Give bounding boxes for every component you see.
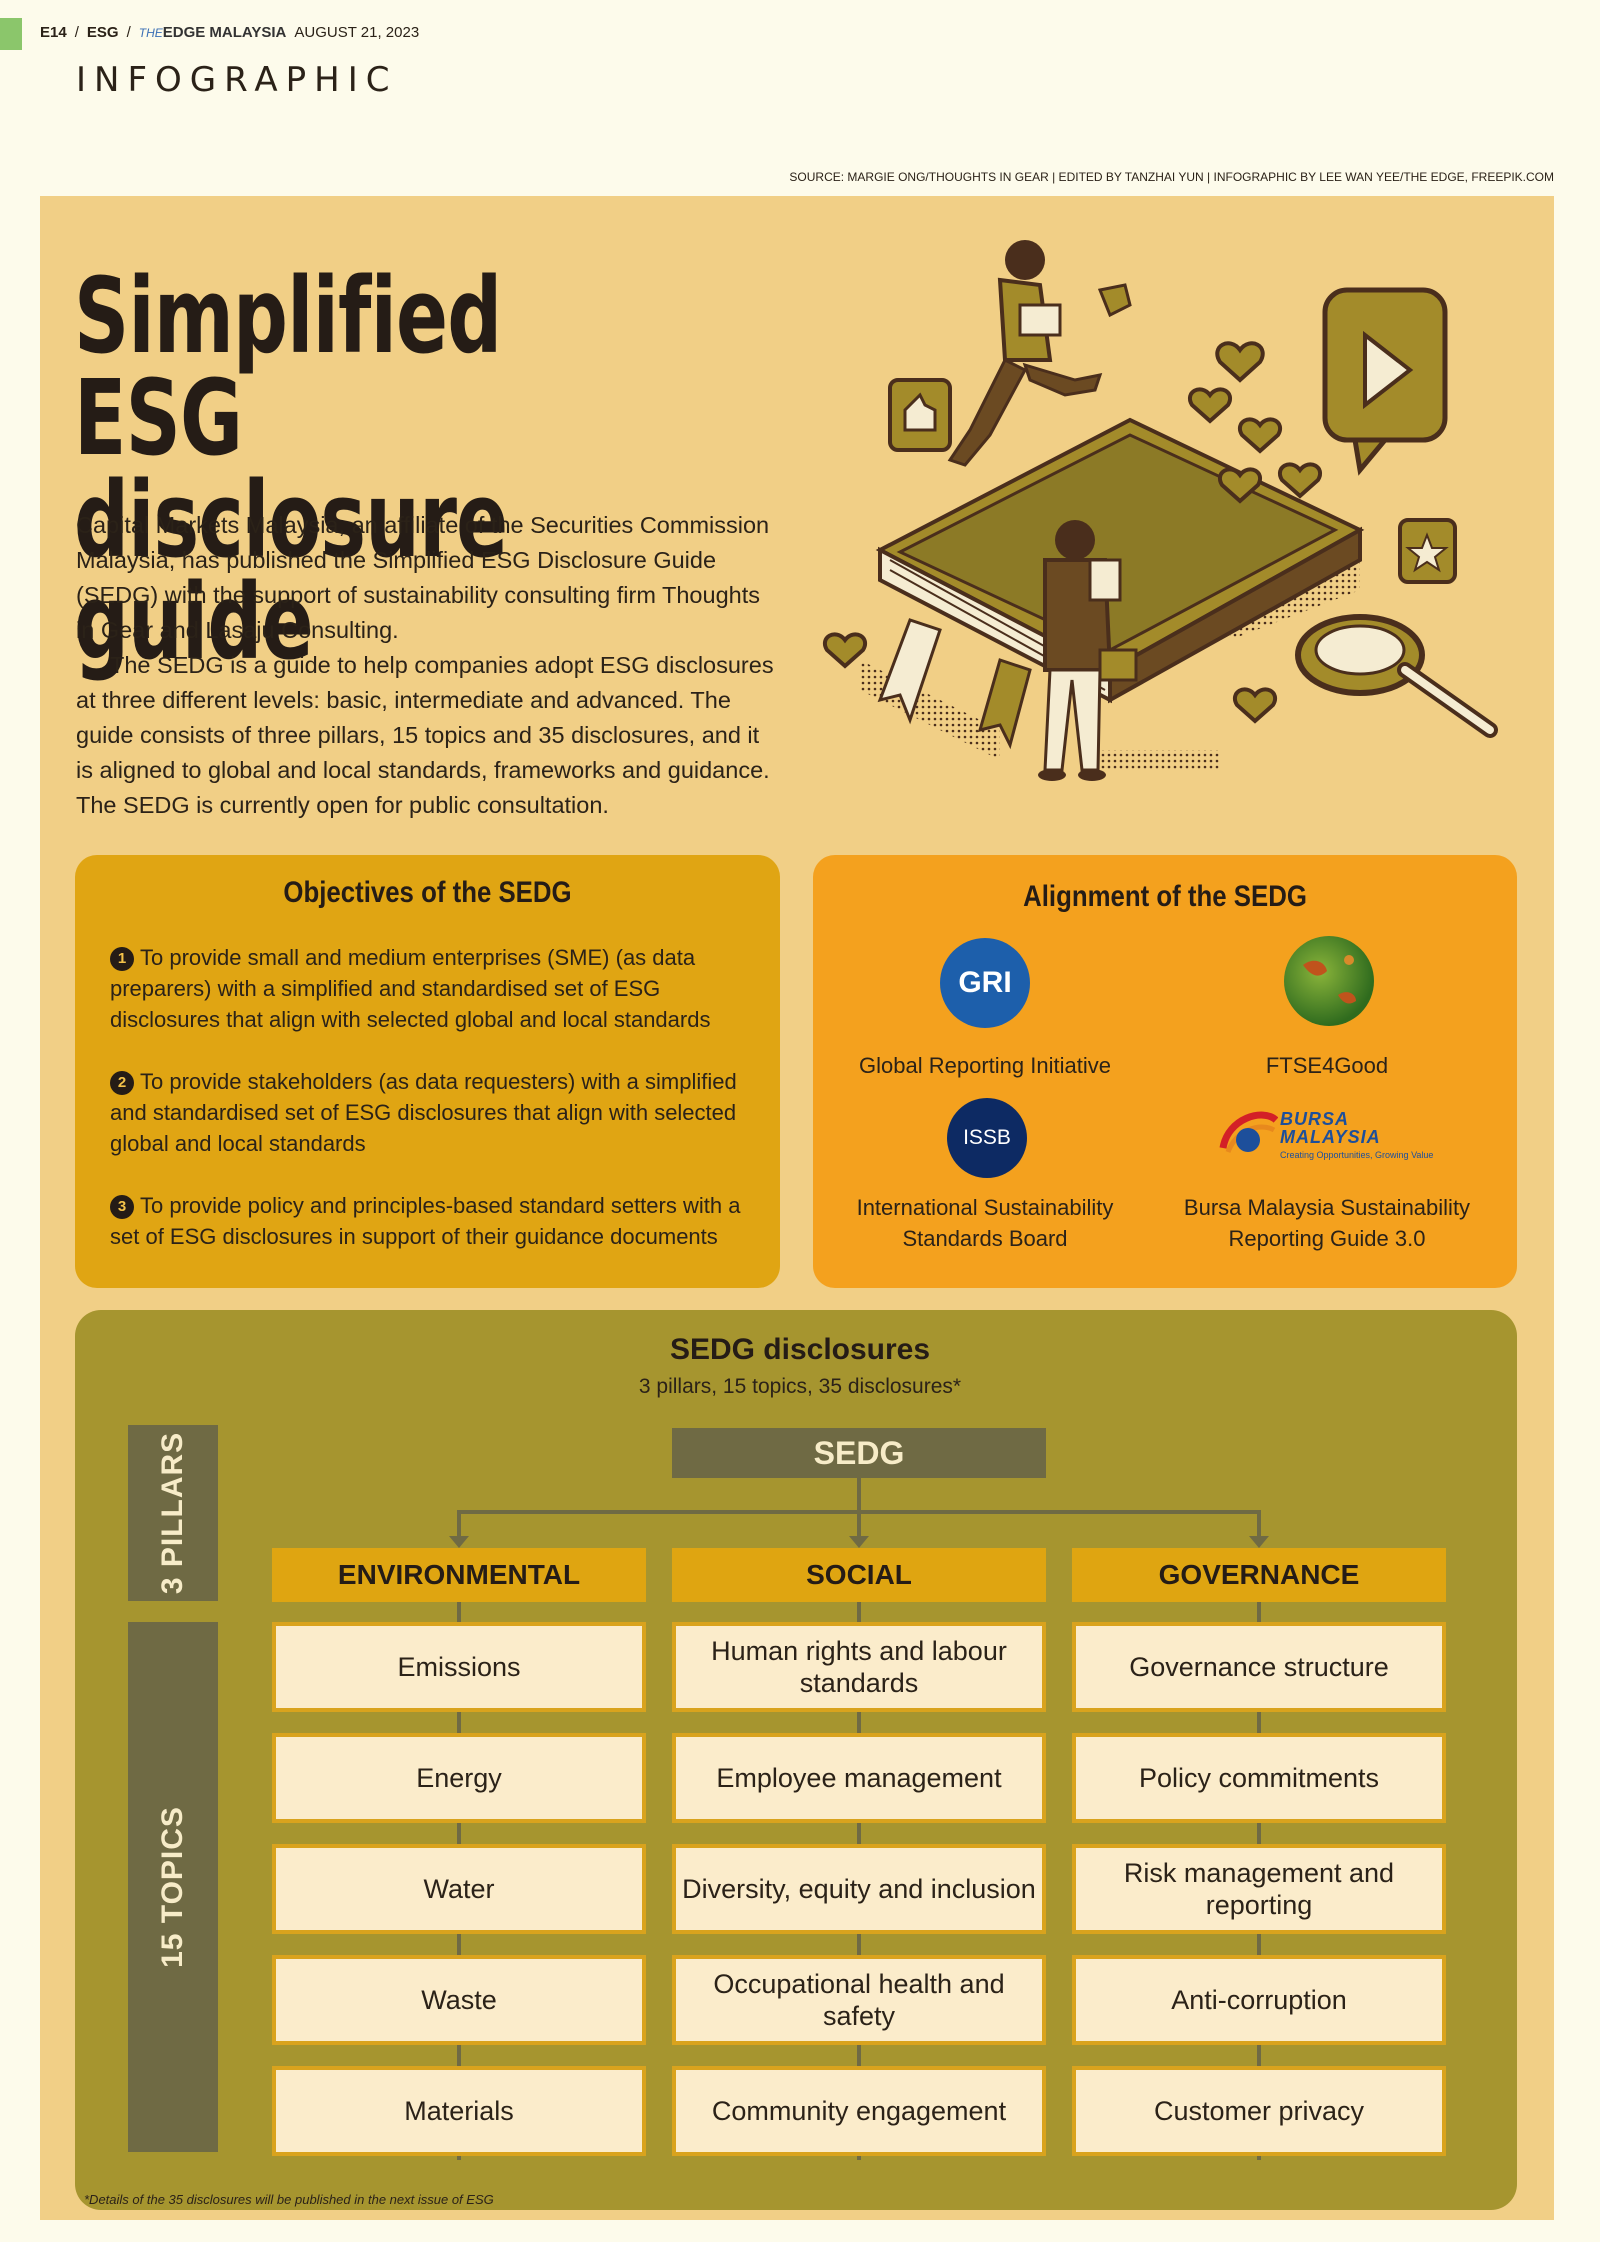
- source-credit: SOURCE: MARGIE ONG/THOUGHTS IN GEAR | ED…: [789, 170, 1554, 184]
- connector-line: [1257, 1510, 1261, 1538]
- pillar-governance: GOVERNANCE: [1072, 1548, 1446, 1602]
- connector-line: [857, 1478, 861, 1512]
- alignment-label: Bursa Malaysia Sustainability Reporting …: [1183, 1195, 1471, 1251]
- topic-box: Community engagement: [672, 2066, 1046, 2156]
- topic-box: Anti-corruption: [1072, 1955, 1446, 2045]
- section-tag: ESG: [86, 24, 119, 41]
- disclosures-subtitle: 3 pillars, 15 topics, 35 disclosures*: [638, 1375, 962, 1398]
- page-marker: [0, 18, 22, 50]
- alignment-box: [813, 855, 1517, 1288]
- topic-box: Policy commitments: [1072, 1733, 1446, 1823]
- ftse4good-logo: [1284, 936, 1374, 1026]
- alignment-label: Global Reporting Initiative: [859, 1053, 1111, 1078]
- topic-box: Customer privacy: [1072, 2066, 1446, 2156]
- woman-figure: [947, 240, 1132, 467]
- arrow-down-icon: [449, 1536, 469, 1548]
- alignment-label: International Sustainability Standards B…: [856, 1195, 1114, 1251]
- topic-box: Materials: [272, 2066, 646, 2156]
- topic-box: Energy: [272, 1733, 646, 1823]
- sedg-root: SEDG: [672, 1428, 1046, 1478]
- gri-logo: GRI: [940, 938, 1030, 1028]
- topic-box: Occupational health and safety: [672, 1955, 1046, 2045]
- arrow-down-icon: [849, 1536, 869, 1548]
- hearts-icon: [823, 341, 1322, 724]
- bursa-emblem-icon: [1219, 1111, 1278, 1154]
- connector-line: [457, 1510, 461, 1538]
- topic-box: Emissions: [272, 1622, 646, 1712]
- intro-text: Capital Markets Malaysia, an affiliate o…: [76, 508, 776, 823]
- connector-line: [857, 1510, 861, 1538]
- topic-box: Risk management and reporting: [1072, 1844, 1446, 1934]
- topics-sidebar: 15 TOPICS: [128, 1622, 218, 2152]
- headline: Simplified ESG disclosure guide: [74, 255, 508, 683]
- man-figure: [1038, 520, 1138, 781]
- bursa-malaysia-logo: BURSA MALAYSIA Creating Opportunities, G…: [1218, 1100, 1448, 1178]
- topic-box: Diversity, equity and inclusion: [672, 1844, 1046, 1934]
- section-label: INFOGRAPHIC: [76, 60, 398, 100]
- topic-box: Human rights and labour standards: [672, 1622, 1046, 1712]
- topic-box: Employee management: [672, 1733, 1046, 1823]
- pillar-social: SOCIAL: [672, 1548, 1046, 1602]
- topic-box: Waste: [272, 1955, 646, 2045]
- intro-paragraph-1: Capital Markets Malaysia, an affiliate o…: [76, 512, 770, 643]
- objectives-box: [75, 855, 780, 1288]
- chat-bubble-icon: [1322, 287, 1448, 476]
- book-illustration: [823, 240, 1498, 781]
- intro-paragraph-2: The SEDG is a guide to help companies ad…: [76, 652, 774, 818]
- disclosures-title: SEDG disclosures: [669, 1333, 931, 1366]
- magnifier-icon: [1295, 614, 1498, 738]
- publication-logo: THEEDGE MALAYSIA: [138, 24, 287, 41]
- star-icon: [1398, 518, 1457, 584]
- thumbs-up-icon: [888, 378, 952, 452]
- pillars-sidebar: 3 PILLARS: [128, 1425, 218, 1601]
- topic-box: Governance structure: [1072, 1622, 1446, 1712]
- topic-box: Water: [272, 1844, 646, 1934]
- arrow-down-icon: [1249, 1536, 1269, 1548]
- footnote: *Details of the 35 disclosures will be p…: [84, 2192, 494, 2207]
- page-number: E14: [40, 24, 67, 41]
- issb-logo: ISSB: [947, 1098, 1027, 1178]
- issue-date: AUGUST 21, 2023: [294, 24, 420, 41]
- objectives-title: Objectives of the SEDG: [283, 876, 572, 909]
- running-header: E14 / ESG / THEEDGE MALAYSIA AUGUST 21, …: [40, 24, 420, 41]
- alignment-title: Alignment of the SEDG: [1023, 880, 1307, 913]
- alignment-label: FTSE4Good: [1265, 1053, 1389, 1078]
- pillar-environmental: ENVIRONMENTAL: [272, 1548, 646, 1602]
